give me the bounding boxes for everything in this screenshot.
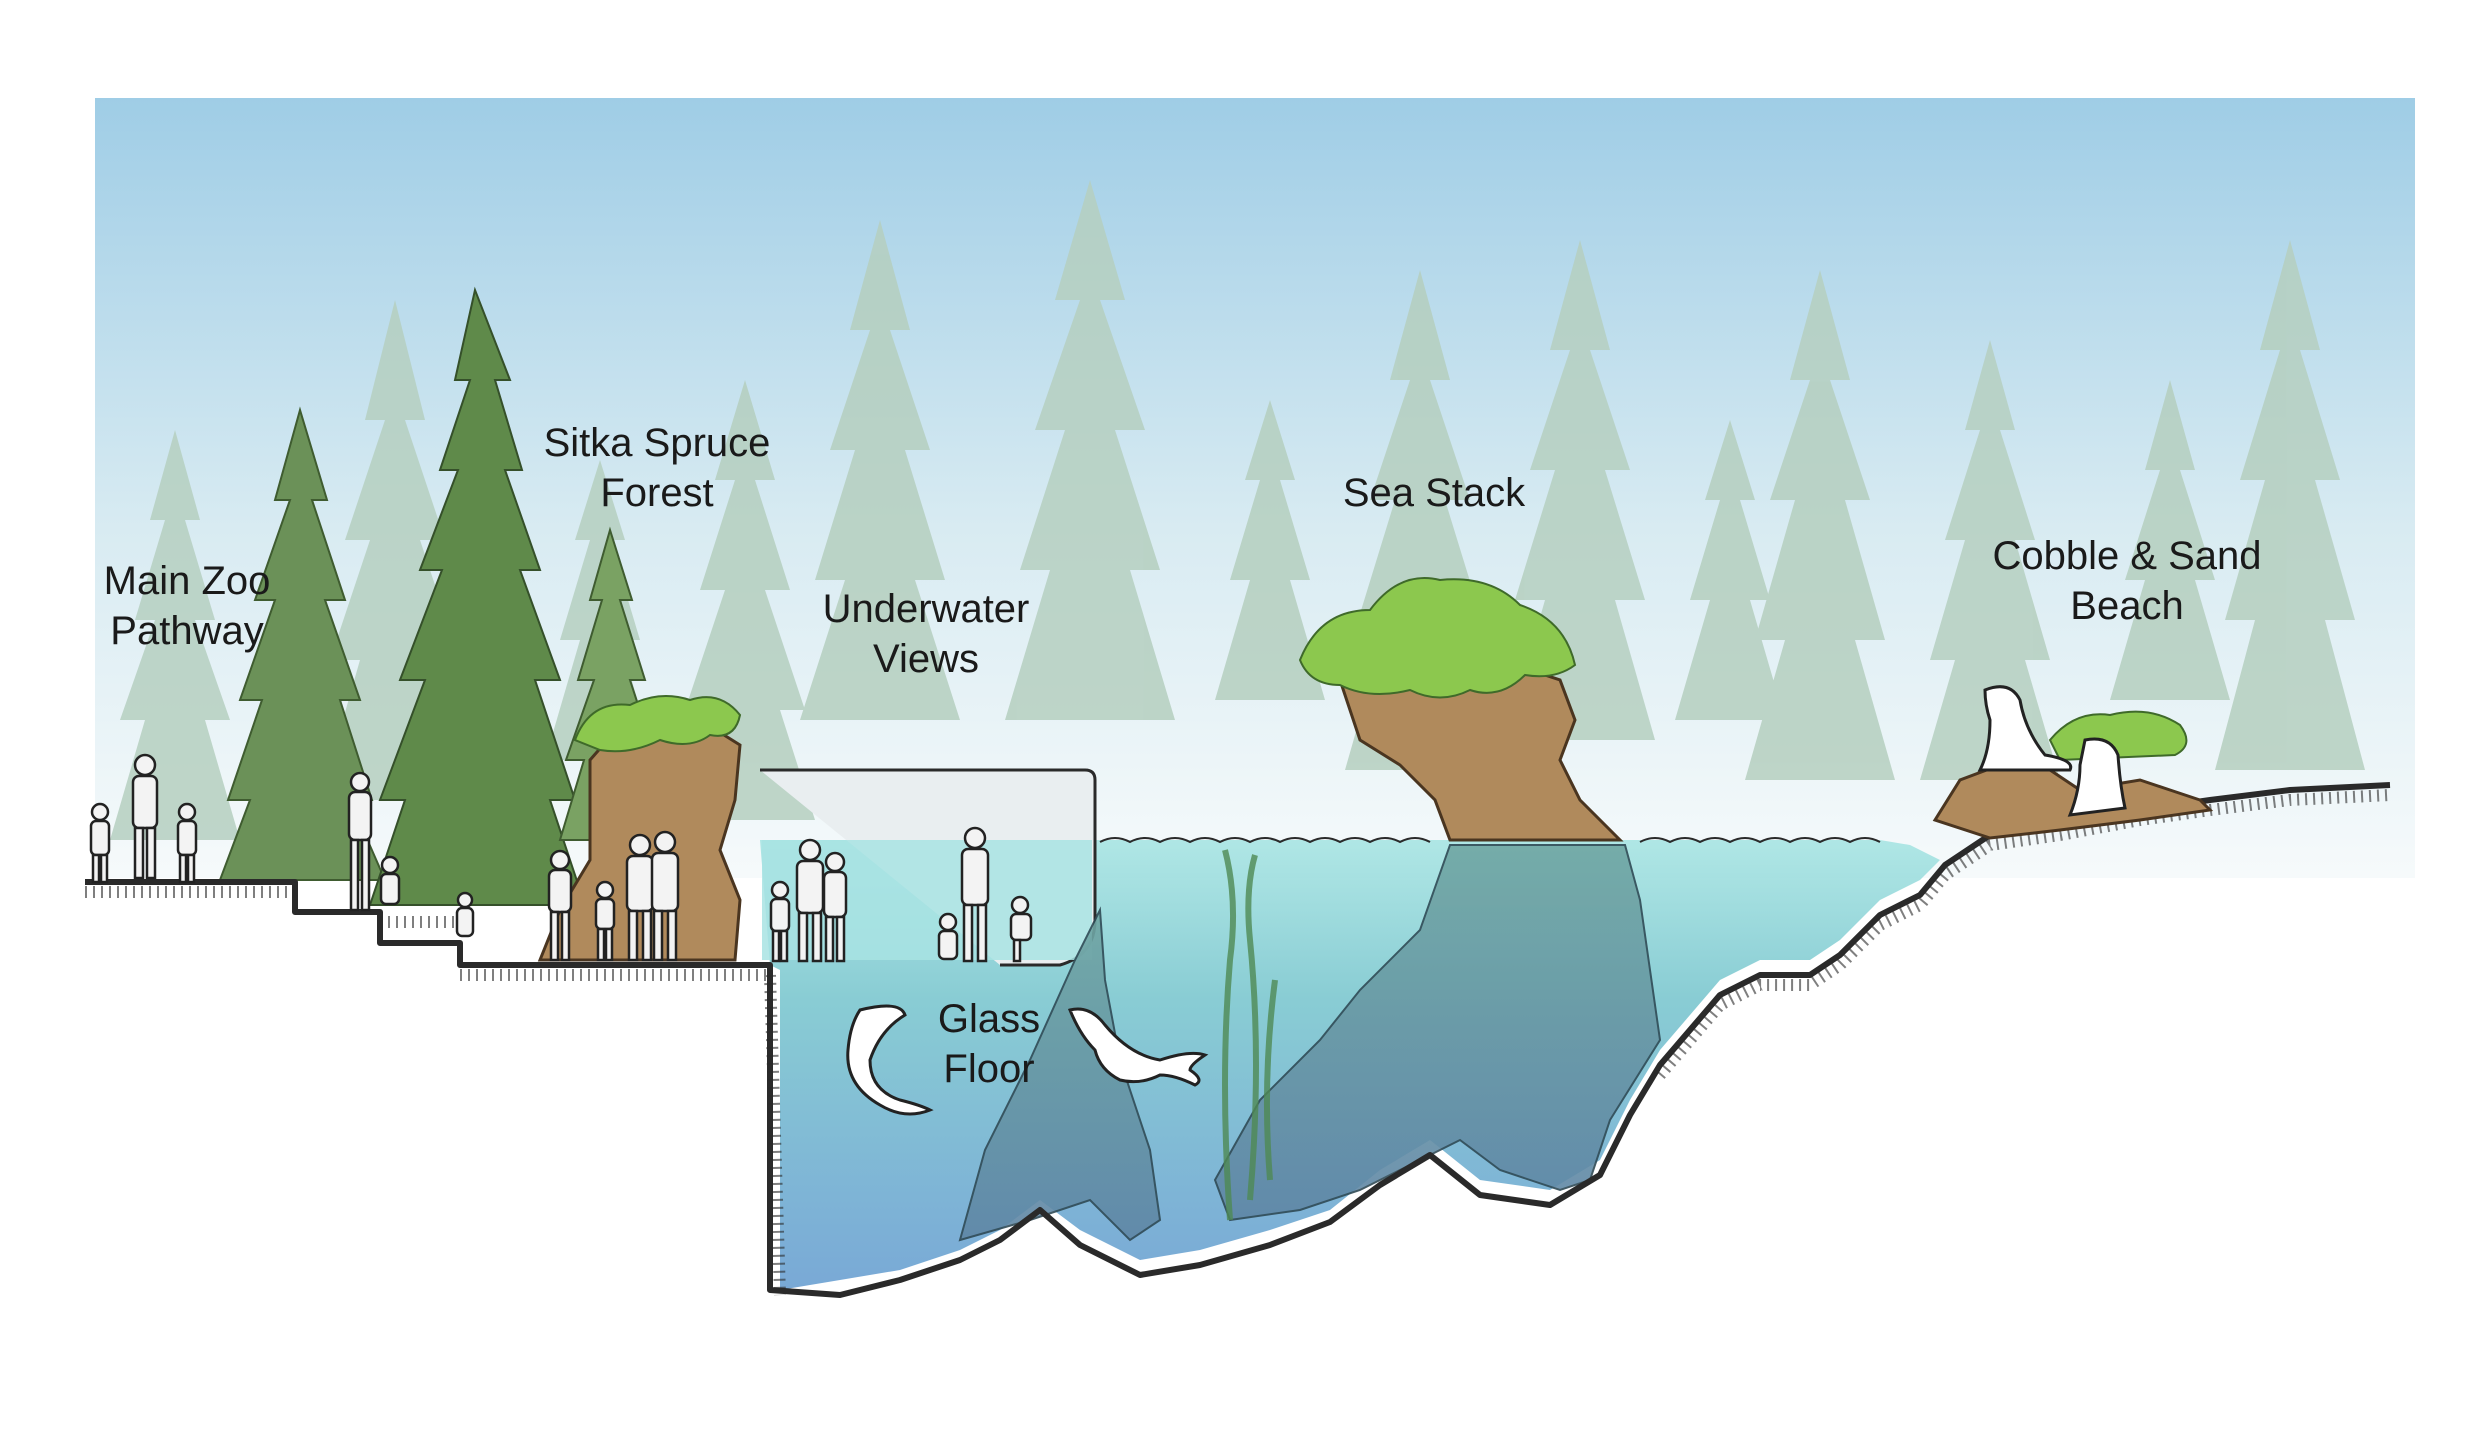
sea-lion-icon (1977, 685, 2073, 772)
visitor-figure-icon (347, 771, 373, 912)
visitors (89, 753, 1033, 963)
visitor-figure-icon (937, 912, 959, 961)
seal-icon (846, 1004, 934, 1116)
visitor-figure-icon (795, 838, 825, 963)
visitor-figure-icon (89, 802, 111, 884)
sea-stack-underwater (1213, 844, 1662, 1222)
sea-lions (846, 685, 2127, 1116)
visitor-figure-icon (625, 833, 655, 962)
label-main-zoo-pathway: Main Zoo Pathway (103, 559, 271, 653)
label-underwater-views: Underwater Views (822, 587, 1030, 681)
background-tree (2110, 380, 2230, 700)
background-tree (1745, 270, 1895, 780)
background-tree (1215, 400, 1325, 700)
visitor-figure-icon (547, 849, 573, 962)
spruce-tree-icon (218, 406, 387, 881)
visitor-figure-icon (176, 802, 198, 884)
background-tree (1675, 420, 1785, 720)
sea-lion-icon (1067, 1007, 1209, 1087)
visitor-figure-icon (650, 830, 680, 962)
kelp (1222, 849, 1278, 1221)
visitor-figure-icon (769, 880, 791, 963)
visitor-figure-icon (379, 855, 401, 906)
background-tree (2215, 240, 2365, 770)
sea-stack-rock (1298, 577, 1624, 842)
spruce-tree-icon (368, 286, 587, 906)
water-surface (1099, 837, 1881, 844)
background-tree (110, 430, 240, 840)
label-glass-floor: Glass Floor (937, 997, 1041, 1091)
visitor-figure-icon (1009, 895, 1033, 963)
label-sitka-spruce-forest: Sitka Spruce Forest (543, 421, 771, 515)
ground-section-hatch (85, 789, 2391, 1296)
visitor-figure-icon (455, 891, 475, 938)
ground-section-line (85, 782, 2391, 1298)
visitor-figure-icon (960, 826, 990, 963)
background-tree (800, 220, 960, 720)
label-cobble-sand-beach: Cobble & Sand Beach (1992, 534, 2262, 628)
visitor-figure-icon (594, 880, 616, 962)
label-sea-stack: Sea Stack (1342, 471, 1526, 515)
visitor-figure-icon (131, 753, 159, 880)
background-tree (1920, 340, 2060, 780)
background-tree (1005, 180, 1175, 720)
visitor-figure-icon (822, 851, 848, 963)
sea-lion-icon (2067, 737, 2127, 817)
